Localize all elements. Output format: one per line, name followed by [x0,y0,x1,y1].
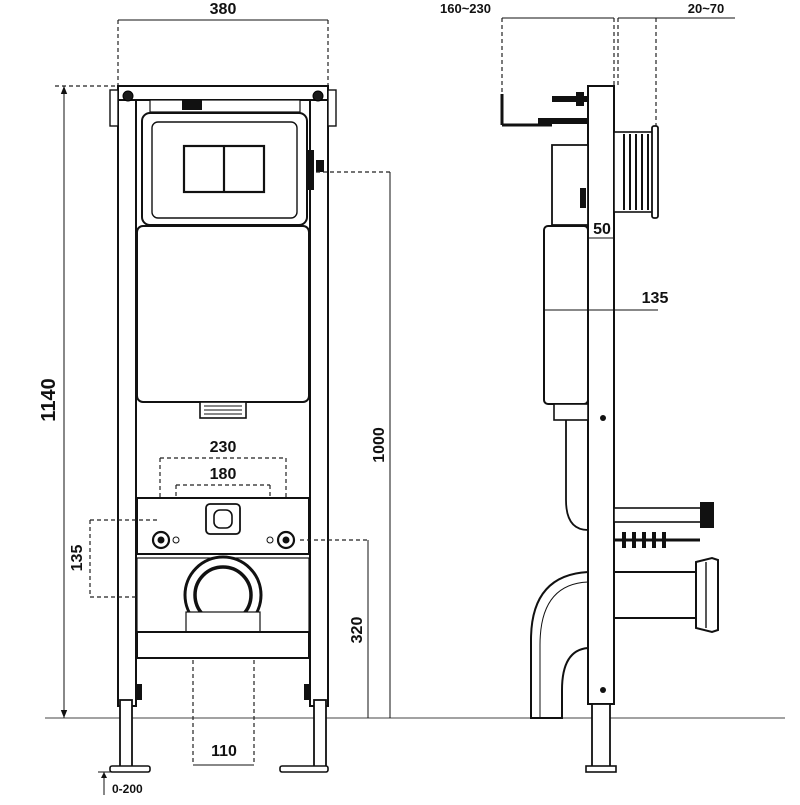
dim-leg-adjust: 0-200 [112,782,143,796]
side-leg [591,703,611,769]
left-leg [119,699,133,769]
dim-wall-distance: 160~230 [440,1,491,16]
dim-outlet-height: 320 [349,617,366,644]
dim-bolt-spacing-outer: 230 [210,439,237,456]
top-rail [117,85,329,101]
dim-fixing-height: 1000 [371,427,388,463]
dim-total-height: 1140 [38,378,60,421]
cistern [136,225,310,403]
left-upright [117,85,137,707]
dim-frame-depth: 50 [593,221,611,238]
dim-pipe-projection: 20~70 [688,1,725,16]
waste-pipe [613,571,703,619]
dim-leg-spacing: 110 [211,743,237,760]
waste-bend [530,570,589,719]
front-view: 380 1140 230 [38,1,391,796]
dim-bolt-spacing-inner: 180 [210,466,237,483]
side-view: 160~230 20~70 50 [440,1,735,773]
dim-bolt-offset: 135 [69,545,86,572]
side-upright [587,85,615,705]
dim-tank-depth: 135 [642,290,669,307]
side-cistern [543,225,589,405]
right-leg [313,699,327,769]
bottom-rail [136,631,310,659]
dim-frame-width: 380 [210,1,237,18]
